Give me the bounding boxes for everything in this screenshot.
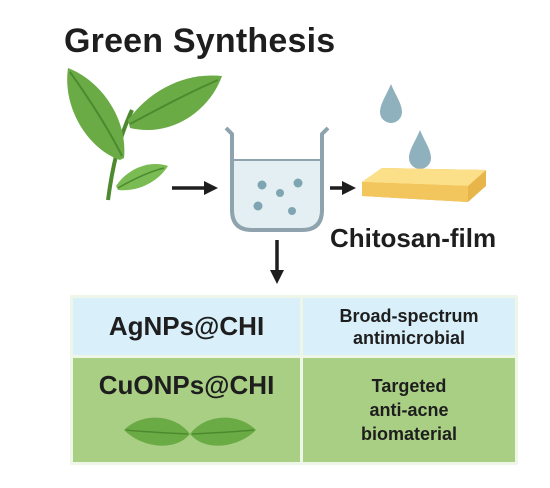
arrow-icon [330,181,356,195]
arrow-icon [270,240,284,284]
table-row-1-property: Broad-spectrum antimicrobial [303,298,515,355]
beaker-icon [224,126,330,232]
table-row-2-property: Targeted anti-acne biomaterial [303,358,515,462]
arrow-icon [172,181,218,195]
tea-leaf-icon [67,68,222,201]
diagram-title: Green Synthesis [64,22,336,60]
film-sheet-icon [362,168,486,202]
leaf-pair-icon [124,417,256,446]
table-row-2-name: CuONPs@CHI [73,358,300,462]
chitosan-film-label: Chitosan-film [330,223,497,253]
table-row-1-name: AgNPs@CHI [73,298,300,355]
water-drop-icon [380,84,431,169]
